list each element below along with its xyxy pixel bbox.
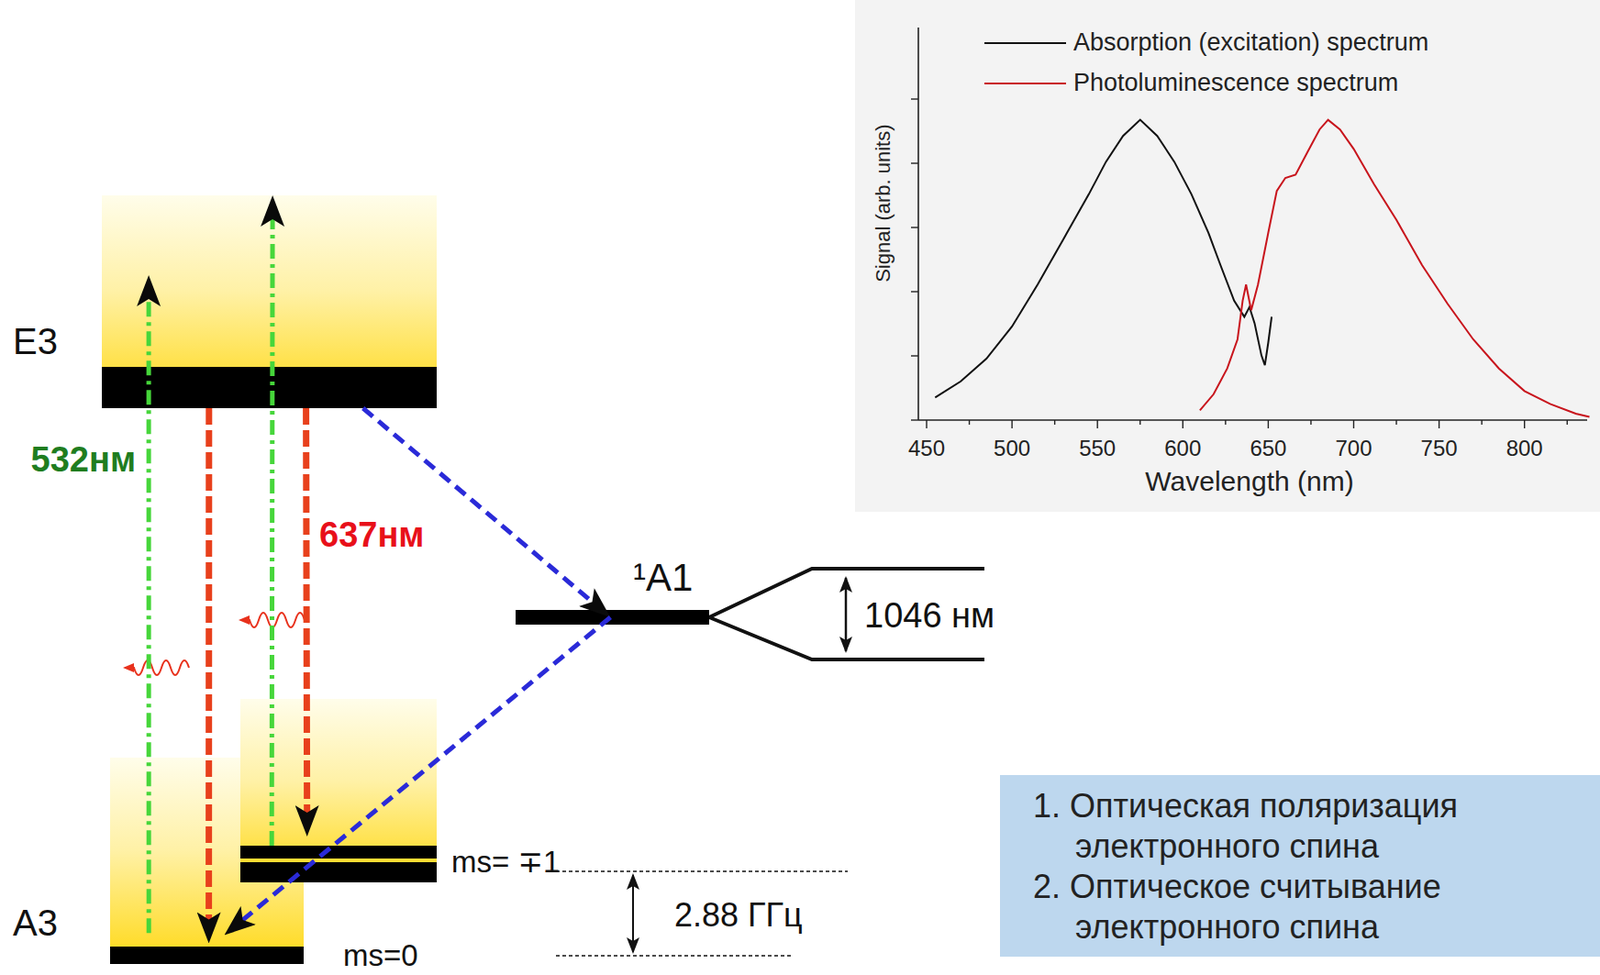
splitting-label: 1046 нм	[864, 596, 995, 637]
tick-label: 700	[1334, 435, 1372, 462]
tick-label: 650	[1249, 435, 1287, 462]
level-label: E3	[12, 320, 58, 363]
list-item: 1. Оптическая поляризация электронного с…	[1033, 786, 1584, 867]
photon-symbol	[240, 612, 305, 628]
level-bar	[515, 610, 710, 625]
note-box: 1. Оптическая поляризация электронного с…	[1000, 775, 1600, 957]
absorption-curve	[934, 120, 1272, 399]
energy-level-band: ms= ∓1	[240, 699, 437, 883]
tick-label: 600	[1164, 435, 1201, 462]
photon-symbol	[124, 660, 189, 676]
legend-text: Photoluminescence spectrum	[1073, 68, 1399, 98]
legend-line	[984, 42, 1067, 45]
axis-title: Wavelength (nm)	[1144, 466, 1354, 499]
level-bar	[110, 946, 304, 965]
axis-ticks	[911, 99, 1567, 429]
tick-label: 500	[993, 435, 1031, 462]
chart-panel	[855, 0, 1600, 512]
tick-label: 750	[1421, 435, 1458, 462]
splitting-label: 2.88 ГГц	[674, 896, 803, 934]
wavelength-label: 532нм	[29, 440, 138, 481]
level-bar	[240, 862, 437, 883]
singlet-level: ¹A1	[515, 610, 710, 625]
level-label: ms= ∓1	[451, 844, 560, 880]
list-item: 2. Оптическое считывание электронного сп…	[1033, 866, 1584, 948]
level-bar	[101, 366, 437, 409]
photoluminescence-curve	[1200, 120, 1590, 418]
legend-text: Absorption (excitation) spectrum	[1073, 28, 1429, 57]
tick-label: 800	[1506, 435, 1544, 462]
dimension-arrow	[632, 875, 634, 953]
level-bar	[240, 845, 437, 859]
energy-level-band: E3	[101, 195, 437, 409]
wavelength-label: 637нм	[317, 515, 426, 556]
legend-line	[984, 82, 1067, 85]
level-label: ms=0	[343, 938, 419, 974]
dimension-lines	[555, 871, 848, 956]
tick-label: 550	[1078, 435, 1116, 462]
level-label: A3	[12, 901, 58, 945]
axis-title: Signal (arb. units)	[870, 124, 894, 283]
dimension-arrow	[844, 577, 848, 652]
chart-axes	[918, 27, 1588, 421]
level-label: ¹A1	[633, 555, 693, 600]
tick-label: 450	[908, 435, 945, 462]
transition-arrow	[233, 617, 612, 929]
transition-arrow	[363, 408, 603, 611]
